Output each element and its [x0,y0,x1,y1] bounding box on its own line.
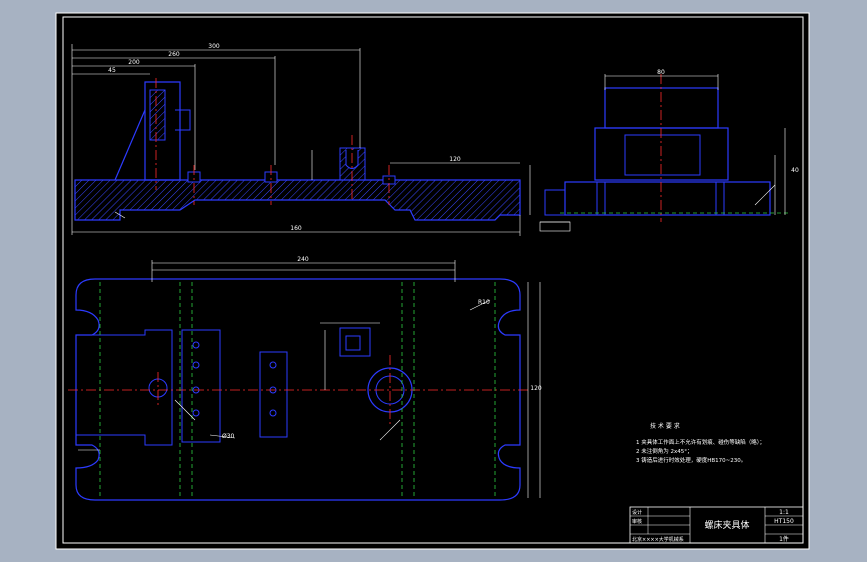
school-name: 北京××××大学机械系 [632,536,684,543]
plan-hidden-lines [99,282,496,498]
side-right-post [715,181,725,216]
rib [114,109,146,181]
upright-lug [175,109,191,131]
plan-small-inner [345,335,361,351]
plan-small-block [339,327,371,357]
dim-plan-height: 120 [530,385,542,392]
side-view: 80 40 [539,69,799,232]
quantity: 1件 [779,535,789,543]
dim-top-sub2: 200 [128,59,140,66]
side-inner-block [624,134,701,176]
plan-mid-strip [259,351,288,438]
upright-column [144,81,181,181]
technical-notes: 技 术 要 求 1 夹具体工作面上不允许有划痕、碰伤等缺陷（略）； 2 未注倒角… [636,422,765,464]
plan-hole [192,409,200,417]
note-item: 1 夹具体工作面上不允许有划痕、碰伤等缺陷（略）； [636,438,765,446]
note-item: 3 铸造后进行时效处理，硬度HB170~230。 [636,456,746,464]
title-block: 设计 审核 北京××××大学机械系 螺床夹具体 1:1 HT150 1件 [629,506,804,544]
plan-strip [181,329,221,443]
datum-box [539,221,571,232]
drawing-frame [62,16,804,544]
sheet-border [55,12,810,550]
plan-hole [192,361,200,369]
base-section [74,179,521,221]
plan-dimensions [78,260,541,498]
note-item: 2 未注倒角为 2x45°； [636,447,693,455]
front-view: 300 260 200 45 120 160 [71,43,531,236]
plan-outline [75,278,521,501]
notes-heading: 技 术 要 求 [650,422,680,430]
designer-label: 设计 [632,509,642,516]
dim-bottom: 160 [290,225,302,232]
part-name: 螺床夹具体 [704,519,749,531]
dim-top-overall: 300 [208,43,220,50]
plan-hole [192,341,200,349]
plan-hole [269,361,277,369]
plan-hole [269,409,277,417]
scale: 1:1 [779,509,789,516]
side-mid-block [594,127,729,181]
dim-side-h: 40 [791,167,799,174]
side-small-block [544,189,566,216]
dim-top-sub1: 260 [168,51,180,58]
upright-slot [149,89,166,141]
plan-view: 240 120 R10 Ø30 [68,256,542,501]
dim-top-sub3: 45 [108,67,116,74]
dim-top-sub4: 120 [449,156,461,163]
boss-mid [339,147,366,181]
dim-side-depth: 80 [657,69,665,76]
dim-plan-width: 240 [297,256,309,263]
front-dimensions [71,44,531,236]
dim-hole-dia: Ø30 [222,433,235,440]
plan-left-pad [76,329,173,446]
checker-label: 审核 [632,518,642,525]
side-left-post [596,181,606,216]
material: HT150 [774,518,794,525]
dim-radius: R10 [478,299,490,306]
